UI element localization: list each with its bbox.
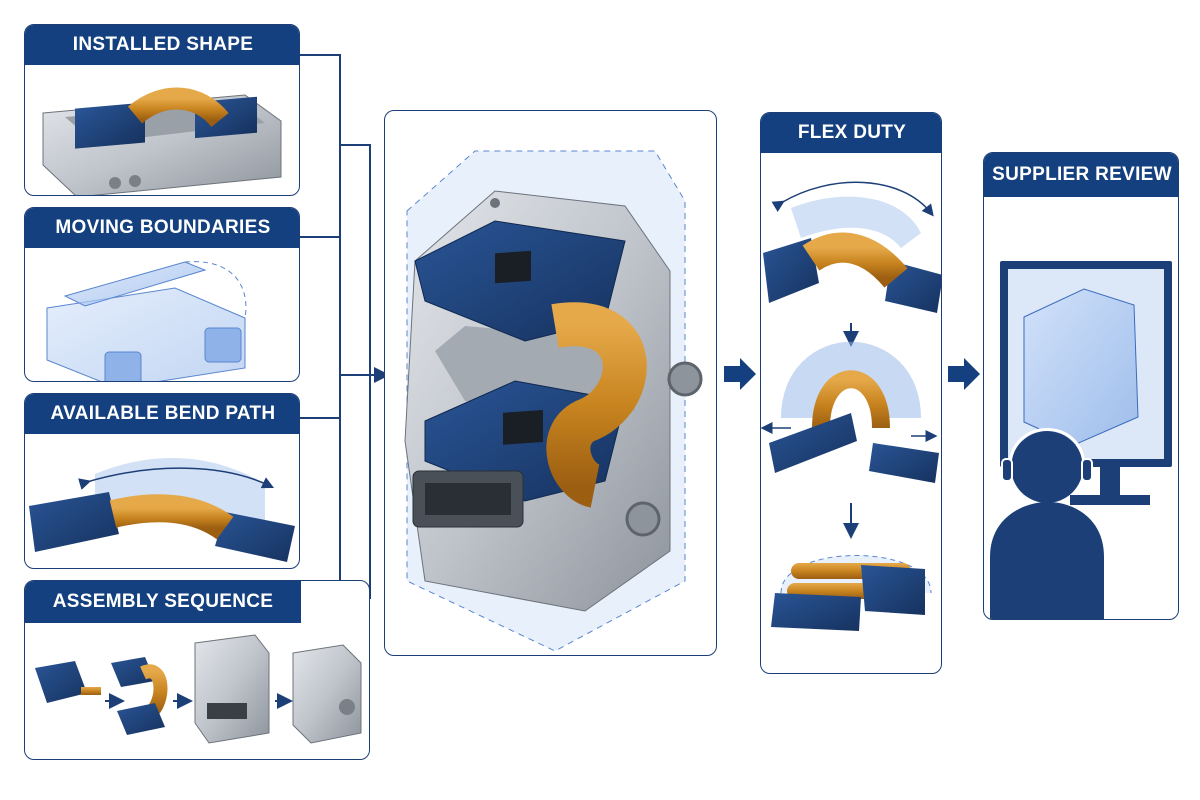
panel-title: INSTALLED SHAPE xyxy=(25,25,299,65)
panel-title: ASSEMBLY SEQUENCE xyxy=(25,581,301,623)
panel-title: SUPPLIER REVIEW xyxy=(984,153,1178,197)
arrow-to-supplier-review xyxy=(948,358,980,390)
flex-duty-panel: FLEX DUTY xyxy=(760,112,942,674)
assembly-sequence-illustration xyxy=(35,634,362,744)
assembly-sequence-panel: ASSEMBLY SEQUENCE xyxy=(24,580,370,760)
bend-path-illustration xyxy=(29,457,295,562)
supplier-review-illustration xyxy=(990,261,1172,619)
installed-shape-panel: INSTALLED SHAPE xyxy=(24,24,300,196)
center-module-panel xyxy=(384,110,717,656)
arrow-to-flex-duty xyxy=(724,358,756,390)
flex-duty-illustration xyxy=(761,181,941,631)
exploded-module-illustration xyxy=(404,150,703,652)
available-bend-path-panel: AVAILABLE BEND PATH xyxy=(24,393,300,569)
supplier-review-panel: SUPPLIER REVIEW xyxy=(983,152,1179,620)
panel-title: FLEX DUTY xyxy=(761,113,941,153)
panel-title: MOVING BOUNDARIES xyxy=(25,208,299,248)
moving-boundaries-panel: MOVING BOUNDARIES xyxy=(24,207,300,382)
panel-title: AVAILABLE BEND PATH xyxy=(25,394,299,434)
moving-boundaries-illustration xyxy=(46,261,247,381)
installed-shape-illustration xyxy=(42,87,282,195)
